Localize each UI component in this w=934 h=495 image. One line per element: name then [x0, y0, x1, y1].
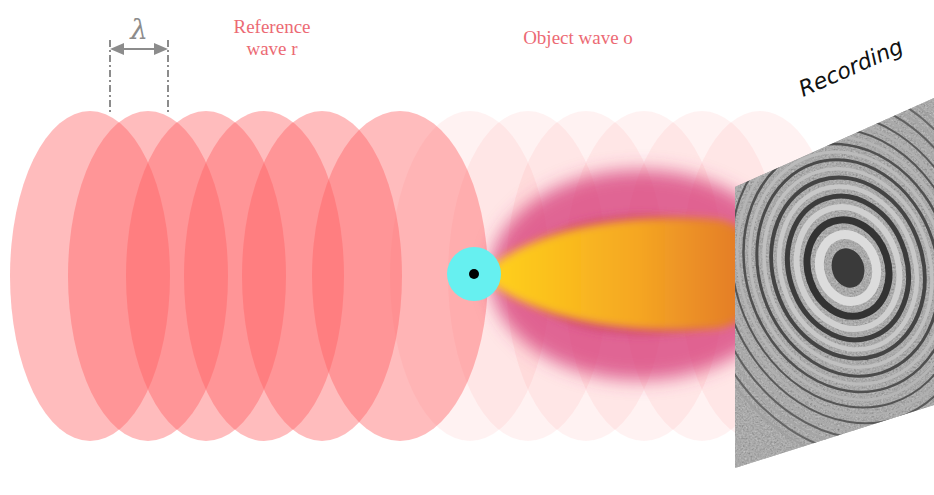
- wave-label: Object wave o: [518, 27, 638, 49]
- scatterer-particle: [447, 247, 501, 301]
- recording-plate: [638, 31, 934, 495]
- wavelength-dimension: [110, 40, 168, 115]
- scatterer-center: [469, 269, 479, 279]
- plate-label: Recording: [773, 24, 929, 112]
- reference-wavefronts: [10, 111, 488, 441]
- wavelength-symbol: λ: [119, 14, 159, 46]
- object-wave-cone: [490, 218, 760, 330]
- wave-label: Reference wave r: [212, 16, 332, 60]
